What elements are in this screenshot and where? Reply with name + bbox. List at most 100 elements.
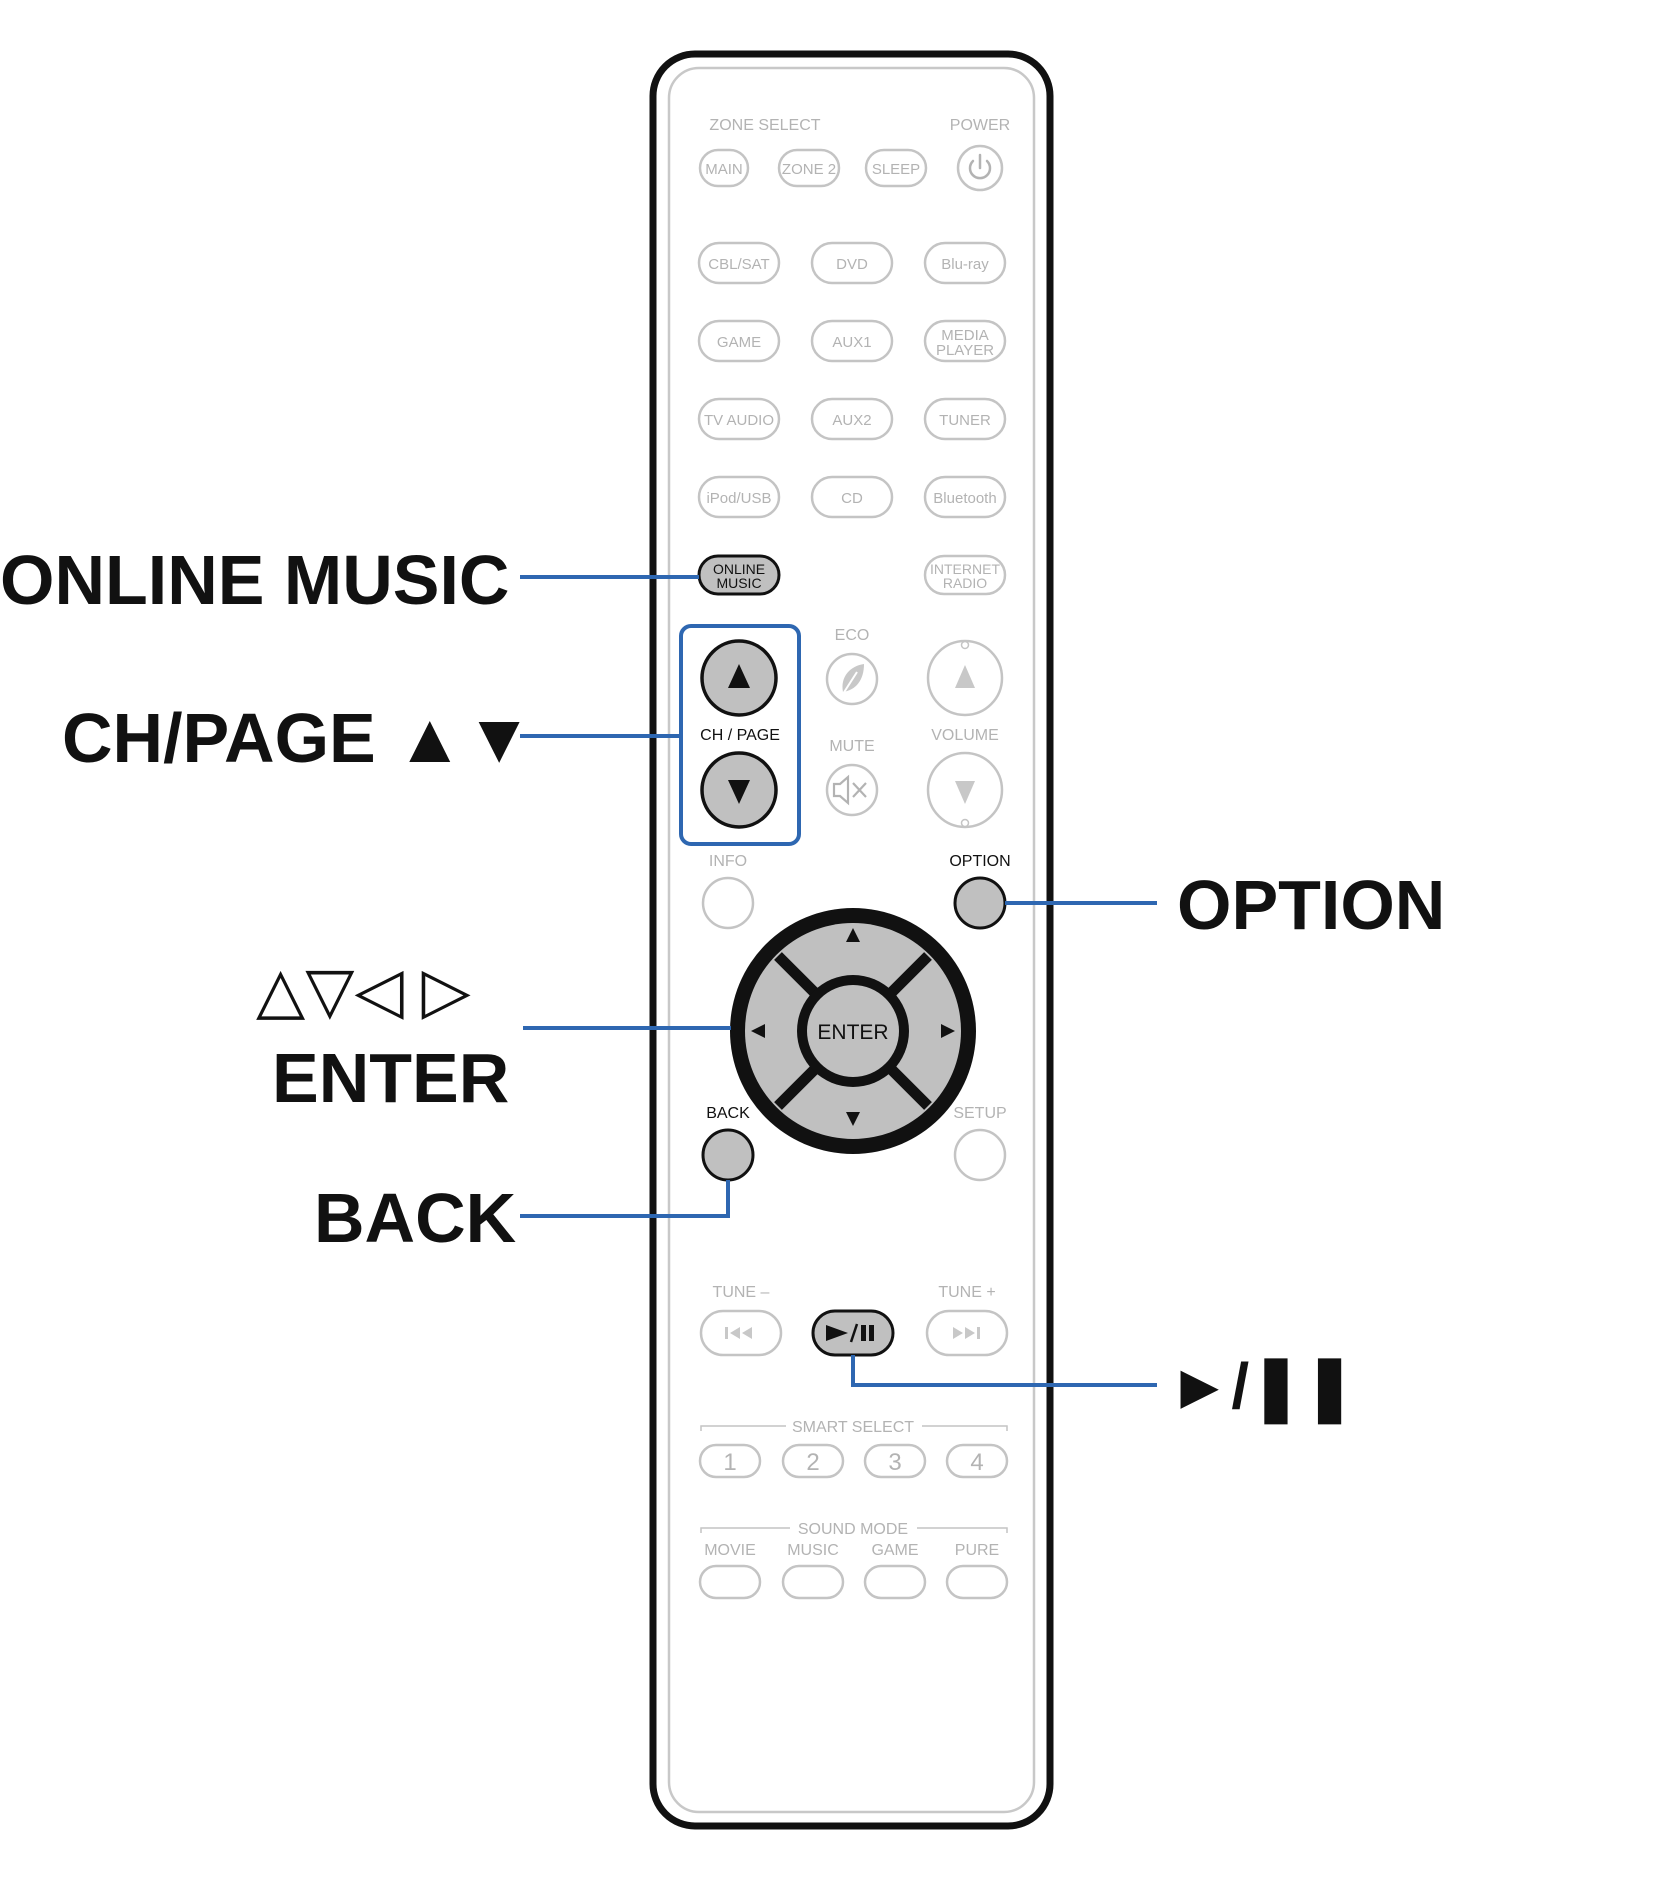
- info-button[interactable]: [701, 876, 755, 930]
- tv-audio-label: TV AUDIO: [704, 412, 774, 429]
- mute-button[interactable]: [825, 763, 879, 817]
- media-player-button[interactable]: [923, 319, 1007, 363]
- sound-mode-game-button[interactable]: [863, 1564, 927, 1600]
- sound-mode-row: MOVIE MUSIC GAME PURE: [698, 1542, 1009, 1600]
- sound-mode-bracket: [700, 1527, 1008, 1533]
- power-icon: [968, 153, 992, 180]
- volume-label: VOLUME: [931, 727, 999, 744]
- volume-up-dot-icon: [960, 640, 970, 650]
- eco-label: ECO: [835, 627, 870, 644]
- cbl-sat-button[interactable]: [697, 241, 781, 285]
- smart-select-2-label: 2: [806, 1449, 819, 1476]
- smart-select-row: 1 2 3 4: [698, 1443, 1009, 1479]
- volume-up-icon: [955, 665, 975, 688]
- cursor-right-icon: [941, 1024, 955, 1038]
- callout-enter: ENTER: [272, 1039, 510, 1117]
- mute-label: MUTE: [829, 738, 874, 755]
- tv-audio-button[interactable]: [697, 397, 781, 441]
- dvd-button[interactable]: [810, 241, 894, 285]
- smart-select-bracket: [700, 1425, 1008, 1431]
- blu-ray-label: Blu-ray: [941, 256, 989, 273]
- tune-plus-label: TUNE +: [938, 1284, 995, 1301]
- sleep-button[interactable]: [864, 148, 928, 188]
- back-label: BACK: [706, 1105, 750, 1122]
- tune-minus-button[interactable]: [699, 1309, 783, 1357]
- cursor-up-icon: [846, 928, 860, 942]
- callout-back: BACK: [314, 1179, 517, 1257]
- info-label: INFO: [709, 853, 747, 870]
- dvd-label: DVD: [836, 256, 868, 273]
- setup-label: SETUP: [953, 1105, 1006, 1122]
- zone-select-label: ZONE SELECT: [709, 117, 820, 134]
- callout-cursor-arrows: △▽◁ ▷: [256, 954, 471, 1026]
- ch-page-label: CH / PAGE: [700, 727, 780, 744]
- volume-down-icon: [955, 781, 975, 804]
- smart-select-label: SMART SELECT: [792, 1419, 914, 1436]
- sound-mode-movie-label: MOVIE: [704, 1542, 756, 1559]
- cursor-left-icon: [751, 1024, 765, 1038]
- sound-mode-game-label: GAME: [871, 1542, 918, 1559]
- back-button[interactable]: [701, 1128, 755, 1182]
- sound-mode-label: SOUND MODE: [798, 1521, 908, 1538]
- smart-select-3-label: 3: [888, 1449, 901, 1476]
- cd-button[interactable]: [810, 475, 894, 519]
- enter-button[interactable]: [807, 985, 899, 1077]
- ipod-usb-label: iPod/USB: [706, 490, 771, 507]
- option-button[interactable]: [953, 876, 1007, 930]
- main-button-label: MAIN: [705, 161, 743, 178]
- blu-ray-button[interactable]: [923, 241, 1007, 285]
- smart-select-1-button[interactable]: [698, 1443, 762, 1479]
- sound-mode-pure-button[interactable]: [945, 1564, 1009, 1600]
- internet-radio-button[interactable]: [923, 554, 1007, 596]
- sound-mode-music-label: MUSIC: [787, 1542, 839, 1559]
- remote-body-inner: [667, 66, 1036, 1814]
- power-label: POWER: [950, 117, 1010, 134]
- smart-select-1-label: 1: [723, 1449, 736, 1476]
- callout-play-pause: ►/❚❚: [1168, 1350, 1357, 1422]
- smart-select-3-button[interactable]: [863, 1443, 927, 1479]
- callout-lines: [520, 575, 1157, 1387]
- zone2-button[interactable]: [777, 148, 841, 188]
- option-label: OPTION: [949, 853, 1010, 870]
- ch-page-down-icon: [728, 780, 750, 804]
- main-button[interactable]: [698, 148, 750, 188]
- callout-ch-page: CH/PAGE ▲▼: [62, 699, 534, 777]
- tune-minus-label: TUNE –: [713, 1284, 770, 1301]
- aux1-button[interactable]: [810, 319, 894, 363]
- smart-select-4-button[interactable]: [945, 1443, 1009, 1479]
- play-pause-leader: [851, 1355, 1157, 1387]
- leaf-icon: [840, 664, 864, 698]
- cbl-sat-label: CBL/SAT: [708, 256, 769, 273]
- sound-mode-pure-label: PURE: [955, 1542, 999, 1559]
- bluetooth-button[interactable]: [923, 475, 1007, 519]
- ipod-usb-button[interactable]: [697, 475, 781, 519]
- volume-down-dot-icon: [960, 818, 970, 828]
- game-button[interactable]: [697, 319, 781, 363]
- sleep-button-label: SLEEP: [872, 161, 920, 178]
- aux1-label: AUX1: [832, 334, 871, 351]
- play-pause-icon: [826, 1323, 874, 1343]
- callout-online-music: ONLINE MUSIC: [0, 541, 510, 619]
- back-leader: [520, 1180, 730, 1218]
- tuner-button[interactable]: [923, 397, 1007, 441]
- skip-forward-icon: [953, 1327, 980, 1339]
- sound-mode-movie-button[interactable]: [698, 1564, 762, 1600]
- cursor-down-icon: [846, 1112, 860, 1126]
- tuner-label: TUNER: [939, 412, 991, 429]
- game-label: GAME: [717, 334, 761, 351]
- setup-button[interactable]: [953, 1128, 1007, 1182]
- smart-select-4-label: 4: [970, 1449, 983, 1476]
- callout-option: OPTION: [1177, 866, 1446, 944]
- aux2-label: AUX2: [832, 412, 871, 429]
- aux2-button[interactable]: [810, 397, 894, 441]
- sound-mode-music-button[interactable]: [781, 1564, 845, 1600]
- zone2-button-label: ZONE 2: [782, 161, 836, 178]
- smart-select-2-button[interactable]: [781, 1443, 845, 1479]
- skip-back-icon: [725, 1327, 752, 1339]
